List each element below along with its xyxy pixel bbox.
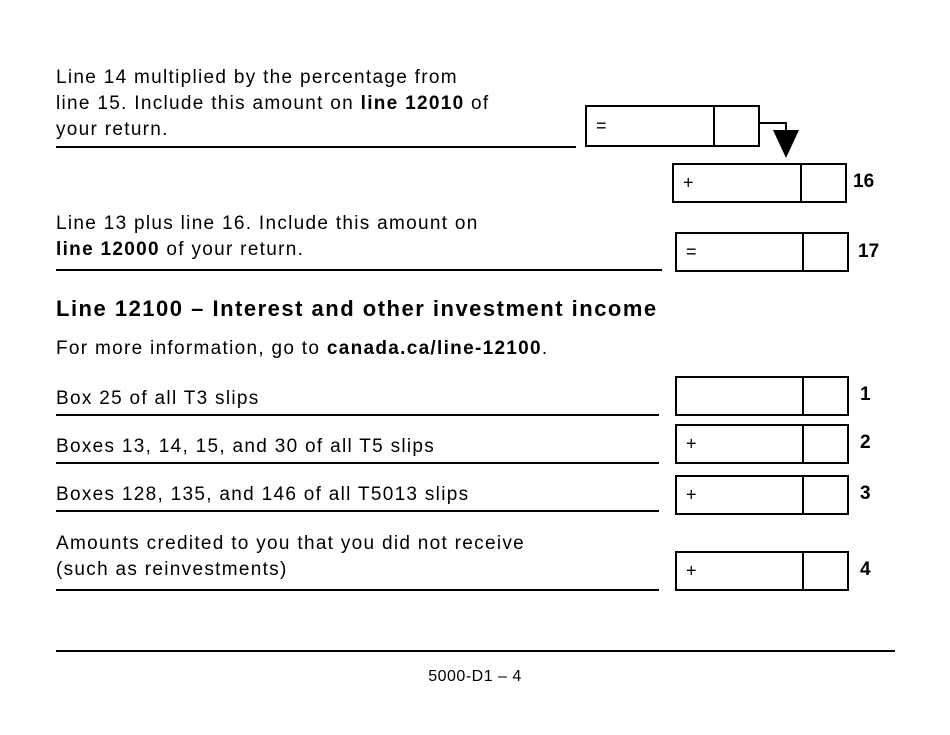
line1-amount-field[interactable] — [675, 376, 849, 416]
line2-rule — [56, 462, 659, 464]
line16-calc-text-1: Line 14 multiplied by the percentage fro… — [56, 67, 458, 88]
plus-operator: + — [686, 433, 697, 454]
equals-operator: = — [686, 241, 697, 262]
line-number-16: 16 — [853, 171, 875, 192]
line3-label: Boxes 128, 135, and 146 of all T5013 sli… — [56, 484, 470, 505]
arrow-down-icon — [760, 122, 799, 158]
line3-cents-field[interactable] — [802, 477, 847, 513]
line1-cents-field[interactable] — [802, 378, 847, 414]
line2-cents-field[interactable] — [802, 426, 847, 462]
line16-calc-rule — [56, 146, 576, 148]
line-number-3: 3 — [860, 483, 871, 504]
line3-rule — [56, 510, 659, 512]
line17-text-1: Line 13 plus line 16. Include this amoun… — [56, 213, 479, 234]
line1-label: Box 25 of all T3 slips — [56, 388, 260, 409]
line4-rule — [56, 589, 659, 591]
section-info: For more information, go to canada.ca/li… — [56, 338, 549, 359]
line-number-17: 17 — [858, 241, 880, 262]
line16-calc-text-3: your return. — [56, 119, 169, 140]
line4-label: Amounts credited to you that you did not… — [56, 533, 526, 580]
line2-amount-field[interactable]: + — [675, 424, 849, 464]
line16-calc-amount-field[interactable]: = — [585, 105, 760, 147]
line-12010-ref: line 12010 — [360, 93, 465, 114]
line16-amount-field[interactable]: + — [672, 163, 847, 203]
line3-amount-field[interactable]: + — [675, 475, 849, 515]
line-number-4: 4 — [860, 559, 871, 580]
line17-description: Line 13 plus line 16. Include this amoun… — [56, 211, 479, 263]
section-heading: Line 12100 – Interest and other investme… — [56, 296, 658, 321]
line4-amount-field[interactable]: + — [675, 551, 849, 591]
line16-calc-description: Line 14 multiplied by the percentage fro… — [56, 65, 489, 143]
info-link[interactable]: canada.ca/line-12100 — [326, 338, 542, 359]
equals-operator: = — [596, 115, 607, 136]
line1-rule — [56, 414, 659, 416]
line17-cents-field[interactable] — [802, 234, 847, 270]
footer-rule — [56, 650, 895, 652]
line17-text-2: line 12000 of your return. — [56, 239, 305, 260]
page-footer-label: 5000-D1 – 4 — [428, 668, 522, 685]
line16-calc-text-2: line 15. Include this amount on line 120… — [56, 93, 490, 114]
line-number-1: 1 — [860, 384, 871, 405]
line-12000-ref: line 12000 — [56, 239, 160, 260]
line2-label: Boxes 13, 14, 15, and 30 of all T5 slips — [56, 436, 436, 457]
line16-calc-cents-field[interactable] — [713, 107, 758, 145]
plus-operator: + — [686, 484, 697, 505]
line17-amount-field[interactable]: = — [675, 232, 849, 272]
line17-rule — [56, 269, 662, 271]
line-number-2: 2 — [860, 432, 871, 453]
line4-cents-field[interactable] — [802, 553, 847, 589]
plus-operator: + — [683, 172, 694, 193]
plus-operator: + — [686, 560, 697, 581]
line16-cents-field[interactable] — [800, 165, 845, 201]
